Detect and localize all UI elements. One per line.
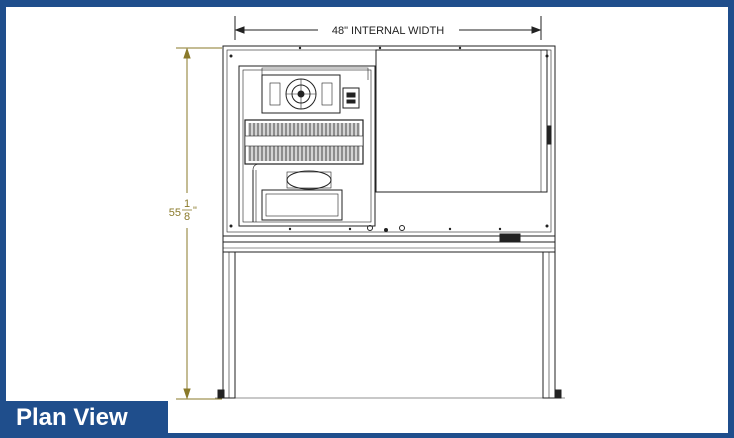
width-dimension [234,16,542,40]
compressor [252,163,343,222]
control-box [342,87,360,109]
base-rail [222,233,556,253]
height-dimension-label: 55 1 8 " [169,198,197,223]
frame-border-right [728,0,734,438]
evaporator-coil [244,119,364,165]
height-denominator: 8 [184,211,190,223]
frame-border-left [0,0,6,438]
height-numerator: 1 [184,198,190,210]
height-whole: 55 [169,207,181,219]
fan-motor-assembly [261,67,369,114]
height-dimension [176,47,222,400]
width-dimension-label: 48" INTERNAL WIDTH [332,25,444,37]
height-unit: " [193,205,197,217]
plan-view-label: Plan View [6,401,168,438]
frame-border-top [0,0,734,7]
fasteners [229,46,549,232]
legs [215,251,565,399]
frame-border-bottom [0,433,734,438]
